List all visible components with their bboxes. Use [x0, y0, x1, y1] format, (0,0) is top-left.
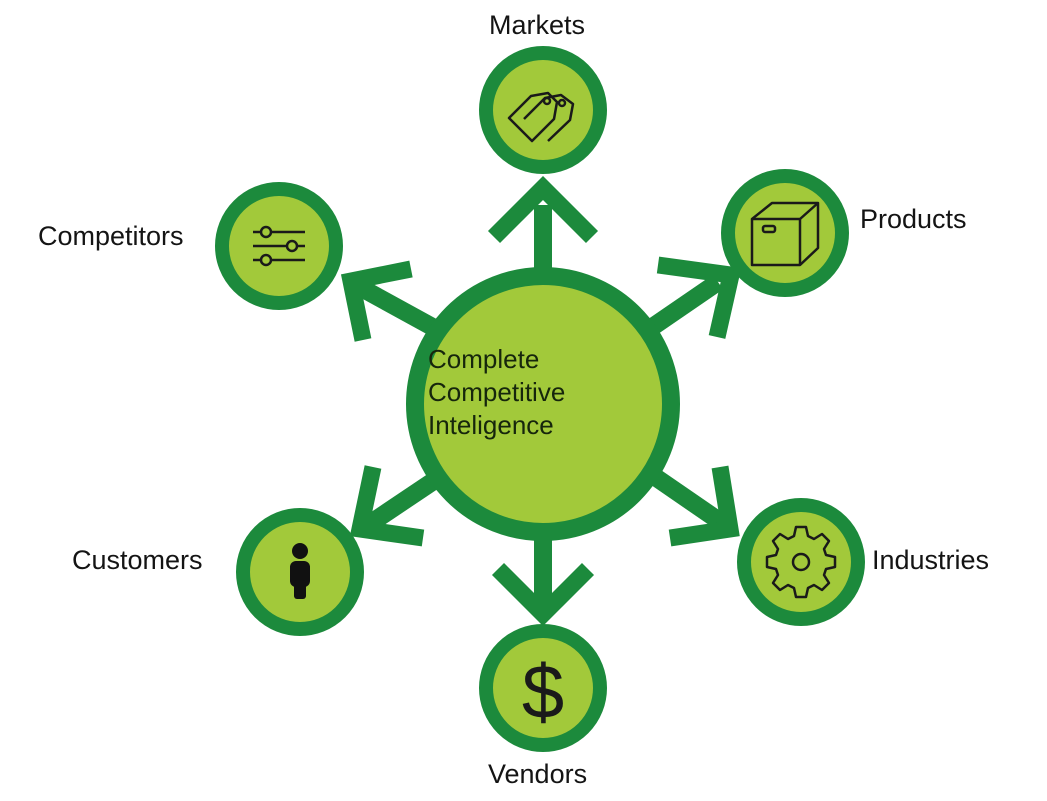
- arrowhead-industries: [668, 465, 740, 547]
- gear-icon: [765, 525, 837, 599]
- arrow-competitors: [351, 277, 443, 338]
- node-markets-circle: [479, 46, 607, 174]
- center-title-line-2: Competitive: [428, 377, 566, 407]
- node-industries-circle: [737, 498, 865, 626]
- node-vendors-circle: [479, 624, 607, 752]
- person-icon: [290, 543, 310, 599]
- node-products-circle: [721, 169, 849, 297]
- center-title-line-1: Complete: [428, 344, 540, 374]
- label-customers: Customers: [72, 545, 203, 575]
- center-title: Complete Competitive Inteligence: [428, 343, 658, 442]
- dollar-sign-icon: $: [522, 650, 564, 735]
- label-competitors: Competitors: [38, 221, 184, 251]
- arrow-customers: [362, 470, 444, 533]
- arrowhead-markets: [487, 175, 599, 244]
- arrowhead-customers: [349, 465, 425, 547]
- price-tags-icon: [507, 91, 575, 143]
- label-products: Products: [860, 204, 967, 234]
- arrowhead-products: [656, 256, 742, 339]
- center-title-line-3: Inteligence: [428, 410, 554, 440]
- arrowhead-vendors: [491, 562, 595, 627]
- arrow-industries: [642, 464, 731, 533]
- arrowhead-competitors: [340, 260, 413, 342]
- center-hub: [406, 267, 680, 541]
- arrow-products: [642, 274, 724, 338]
- label-industries: Industries: [872, 545, 990, 575]
- label-vendors: Vendors: [488, 759, 588, 789]
- sliders-icon: [253, 225, 305, 267]
- label-markets: Markets: [489, 10, 586, 40]
- box-icon: [750, 201, 820, 267]
